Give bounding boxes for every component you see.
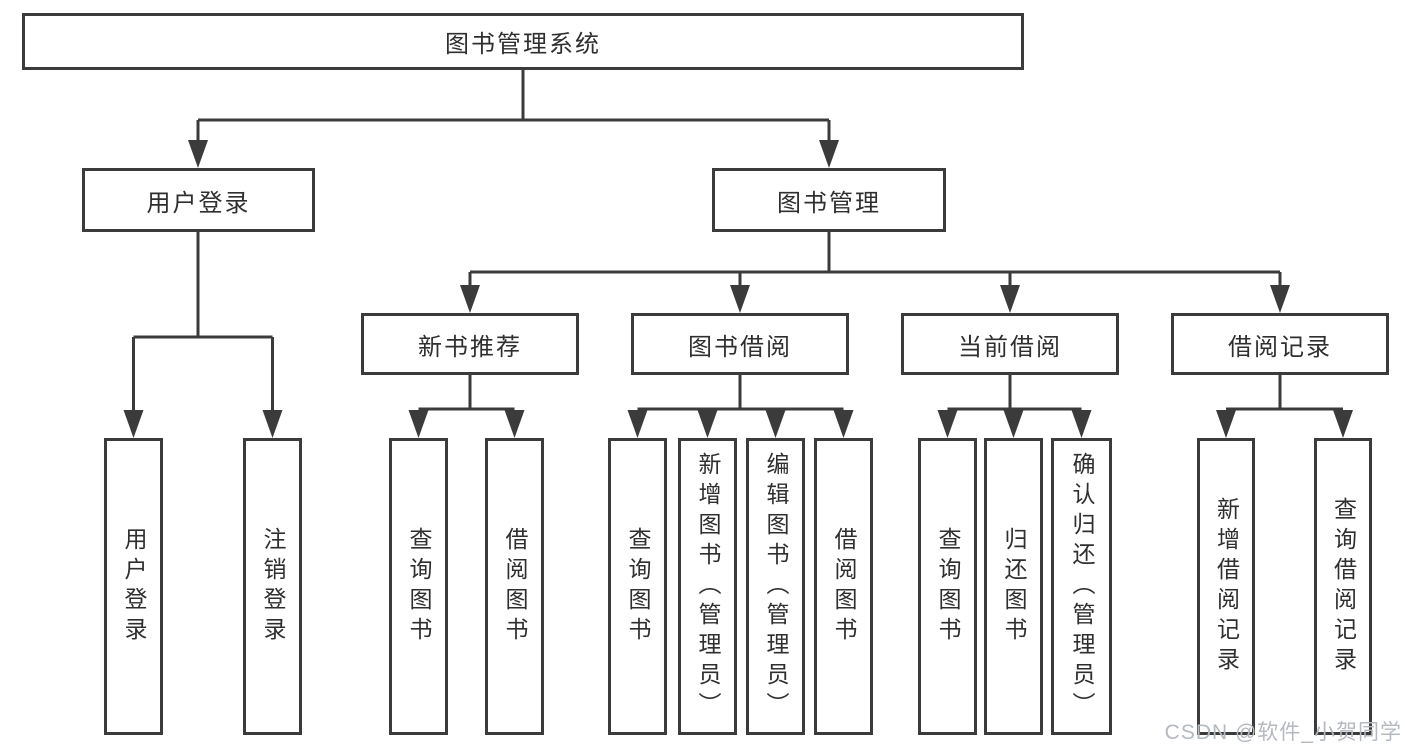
- leaf-label: 借阅图书: [502, 526, 528, 647]
- leaf-query-books-borrow: 查询图书: [608, 438, 667, 735]
- arrowheads: [123, 140, 1353, 438]
- leaf-query-books-current: 查询图书: [918, 438, 977, 735]
- leaf-label: 查询图书: [406, 526, 432, 647]
- leaf-logout: 注销登录: [243, 438, 302, 735]
- node-root: 图书管理系统: [22, 13, 1024, 70]
- node-borrow-records: 借阅记录: [1171, 313, 1389, 375]
- leaf-label: 新增图书（管理员）: [695, 451, 721, 722]
- node-user-login: 用户登录: [82, 168, 315, 232]
- node-current-borrow: 当前借阅: [901, 313, 1119, 375]
- leaf-borrow-books: 借阅图书: [814, 438, 873, 735]
- node-new-book-recommend: 新书推荐: [361, 313, 579, 375]
- leaf-borrow-books-recommend: 借阅图书: [485, 438, 544, 735]
- leaf-label: 查询图书: [625, 526, 651, 647]
- leaf-label: 用户登录: [121, 526, 147, 647]
- node-book-borrow: 图书借阅: [631, 313, 849, 375]
- leaf-add-borrow-record: 新增借阅记录: [1197, 438, 1255, 735]
- leaf-query-books-recommend: 查询图书: [389, 438, 448, 735]
- node-book-management: 图书管理: [712, 168, 946, 232]
- leaf-label: 查询借阅记录: [1330, 496, 1357, 677]
- watermark-text: CSDN @软件_小贺同学: [1164, 721, 1402, 744]
- leaf-label: 编辑图书（管理员）: [763, 451, 789, 722]
- leaf-query-borrow-record: 查询借阅记录: [1314, 438, 1372, 735]
- leaf-add-book-admin: 新增图书（管理员）: [678, 438, 737, 735]
- leaf-label: 注销登录: [260, 526, 286, 647]
- leaf-return-book: 归还图书: [984, 438, 1043, 735]
- leaf-label: 新增借阅记录: [1213, 496, 1240, 677]
- leaf-confirm-return-admin: 确认归还（管理员）: [1051, 438, 1112, 735]
- leaf-label: 借阅图书: [831, 526, 857, 647]
- leaf-label: 归还图书: [1001, 526, 1027, 647]
- leaf-label: 查询图书: [935, 526, 961, 647]
- leaf-label: 确认归还（管理员）: [1069, 451, 1095, 722]
- leaf-user-login: 用户登录: [104, 438, 163, 735]
- leaf-edit-book-admin: 编辑图书（管理员）: [746, 438, 805, 735]
